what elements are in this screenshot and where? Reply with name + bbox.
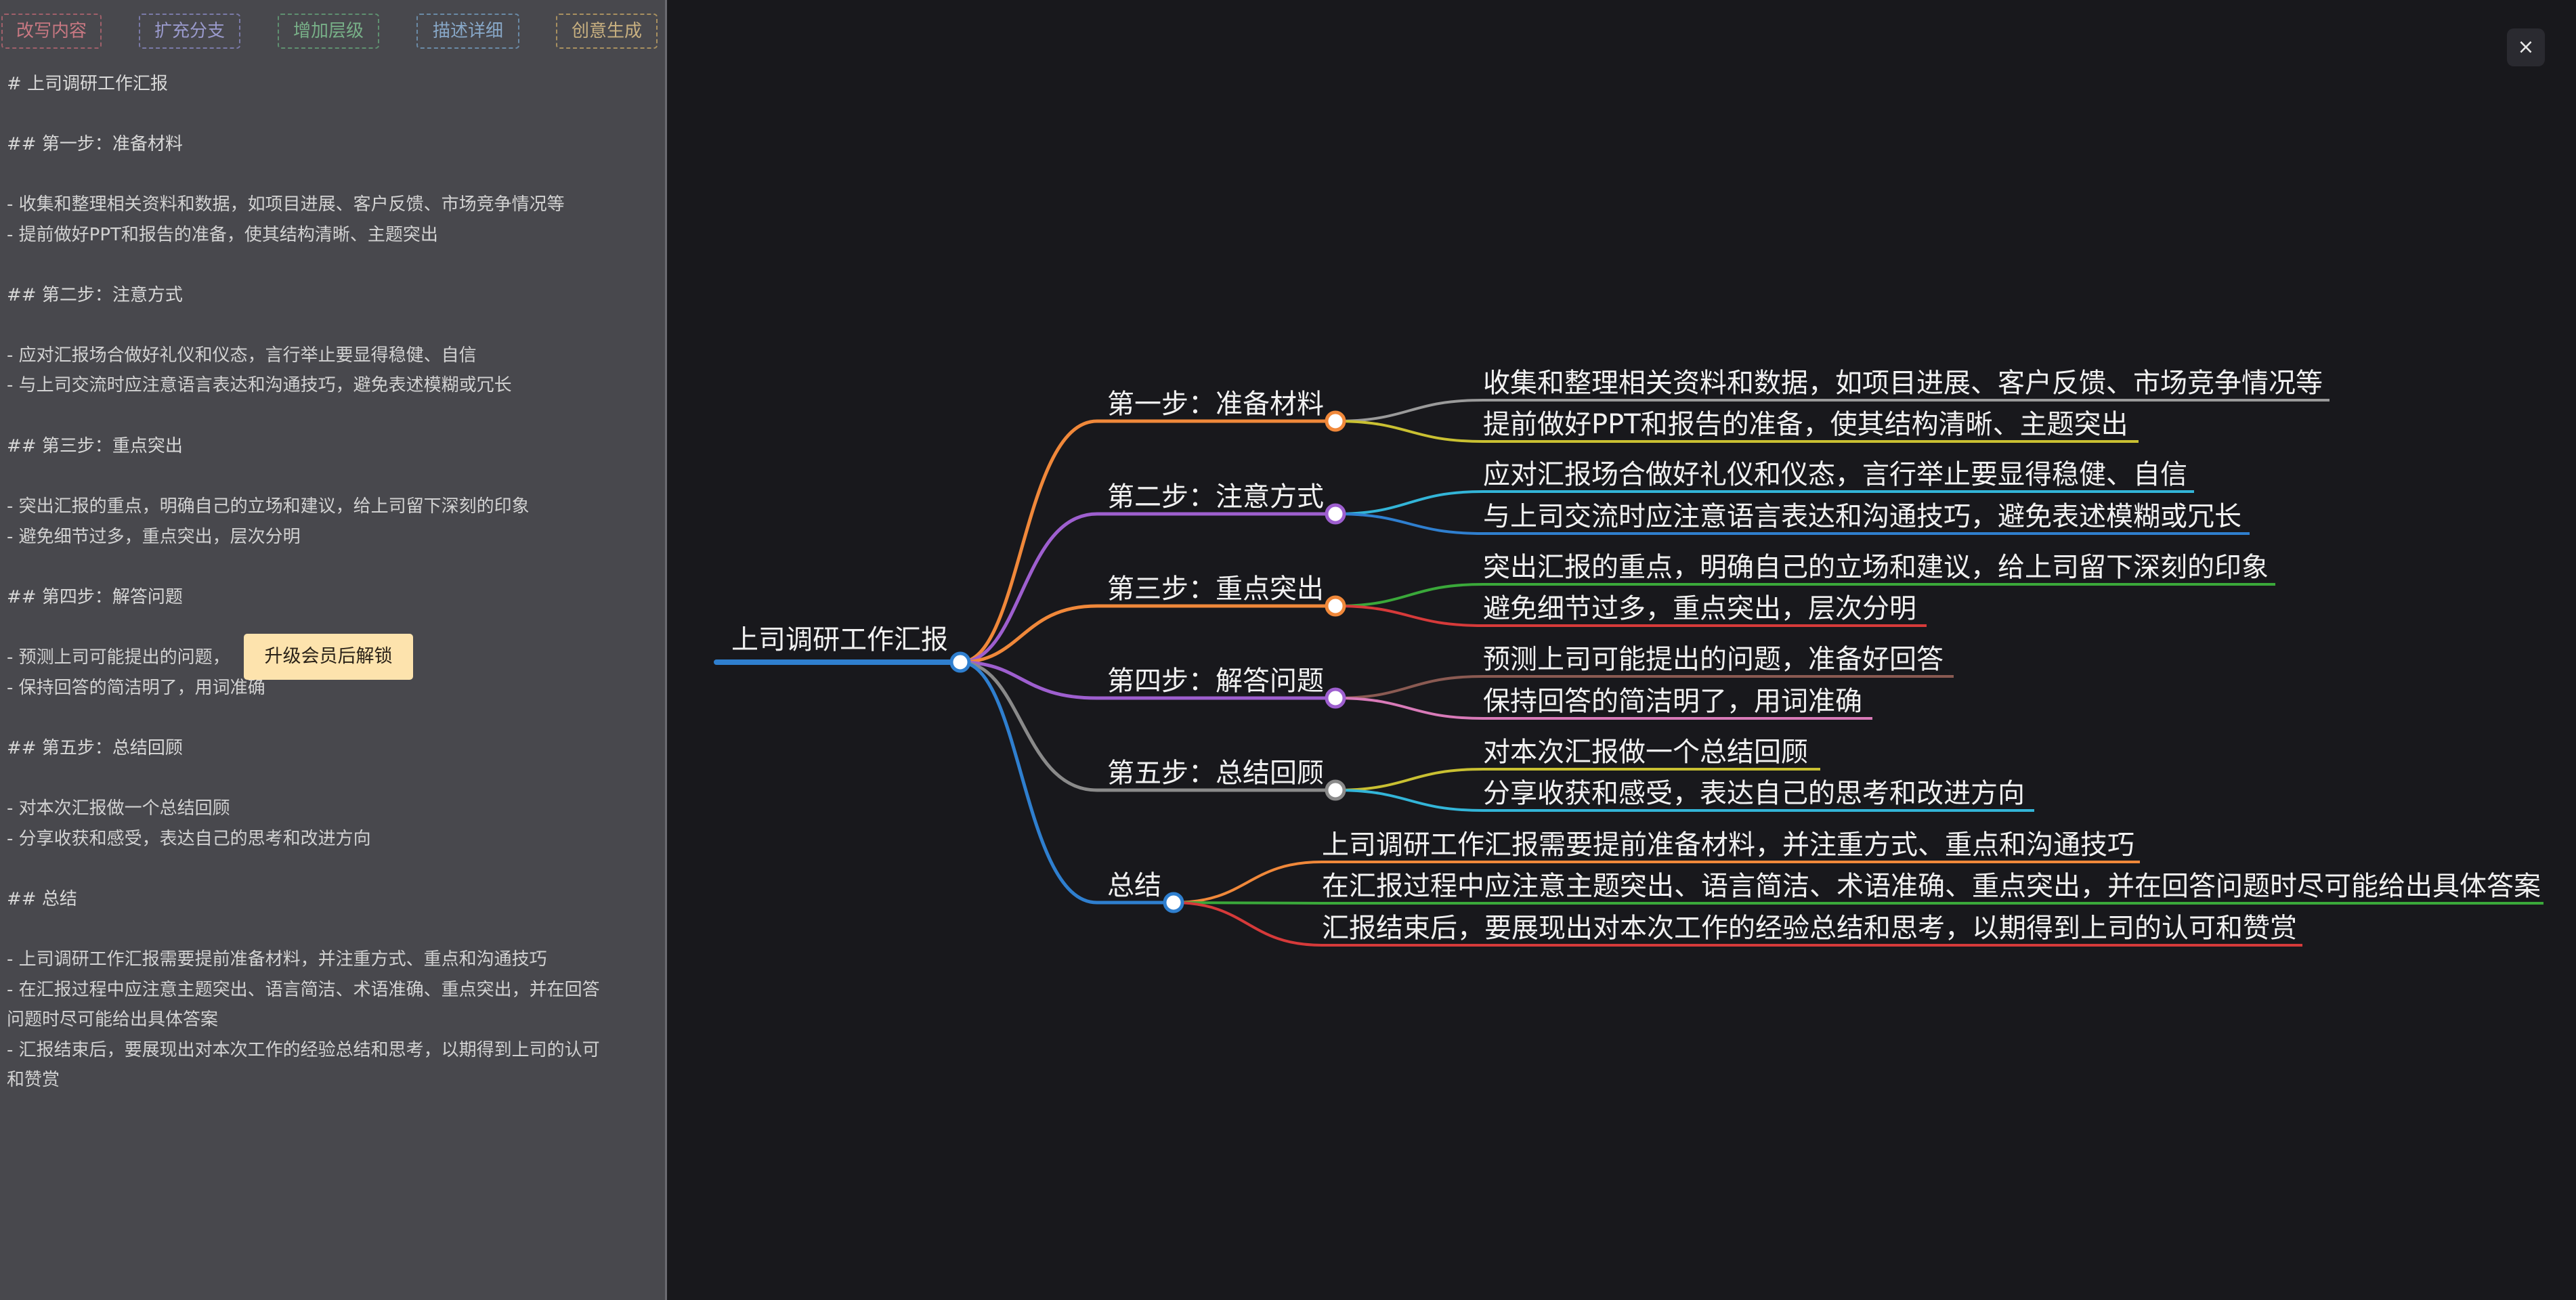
md-line: 和赞赏 [7,1070,60,1090]
child-connector-2-2[interactable] [1335,513,2250,535]
branch-collapse-dot-2[interactable] [1325,503,1346,525]
child-node-4-2[interactable]: 保持回答的简洁明了，用词准确 [1483,686,1862,717]
md-line: - 应对汇报场合做好礼仪和仪态，言行举止要显得稳健、自信 [7,345,477,366]
child-node-6-3[interactable]: 汇报结束后，要展现出对本次工作的经验总结和思考，以期得到上司的认可和赞赏 [1322,913,2297,944]
add-level-button[interactable]: 增加层级 [278,14,379,49]
child-node-3-1[interactable]: 突出汇报的重点，明确自己的立场和建议，给上司留下深刻的印象 [1483,552,2269,583]
branch-label-6[interactable]: 总结 [1107,870,1161,901]
md-line: - 对本次汇报做一个总结回顾 [7,798,230,819]
md-line: - 保持回答的简洁明了，用词准确 [7,678,265,698]
md-line: ## 第三步：重点突出 [7,436,183,456]
md-line: - 与上司交流时应注意语言表达和沟通技巧，避免表述模糊或冗长 [7,375,512,395]
md-line: - 突出汇报的重点，明确自己的立场和建议，给上司留下深刻的印象 [7,496,530,517]
child-connector-2-1[interactable] [1335,490,2194,515]
md-line: - 收集和整理相关资料和数据，如项目进展、客户反馈、市场竞争情况等 [7,194,565,215]
branch-connector-3[interactable] [960,604,1335,664]
child-node-2-1[interactable]: 应对汇报场合做好礼仪和仪态，言行举止要显得稳健、自信 [1483,459,2187,490]
child-node-6-1[interactable]: 上司调研工作汇报需要提前准备材料，并注重方式、重点和沟通技巧 [1322,829,2134,861]
rewrite-content-button[interactable]: 改写内容 [1,14,102,49]
branch-connector-5[interactable] [960,660,1335,792]
md-line: ## 第一步：准备材料 [7,134,183,154]
upgrade-unlock-badge[interactable]: 升级会员后解锁 [244,634,413,680]
md-line: # 上司调研工作汇报 [7,74,169,94]
close-icon: × [2517,35,2535,59]
child-connector-4-1[interactable] [1335,675,1954,699]
md-line: ## 第二步：注意方式 [7,285,183,305]
child-connector-4-2[interactable] [1335,697,1872,720]
branch-connector-4[interactable] [960,660,1335,700]
md-line: ## 总结 [7,889,77,909]
child-connector-6-1[interactable] [1173,861,2140,904]
child-node-5-2[interactable]: 分享收获和感受，表达自己的思考和改进方向 [1483,778,2025,809]
branch-connector-6[interactable] [960,660,1174,905]
branch-collapse-dot-3[interactable] [1325,595,1346,617]
branch-collapse-dot-6[interactable] [1163,892,1184,913]
branch-label-2[interactable]: 第二步：注意方式 [1107,481,1324,513]
child-connector-5-2[interactable] [1335,789,2034,812]
md-line: 问题时尽可能给出具体答案 [7,1010,219,1030]
branch-connector-2[interactable] [960,512,1335,664]
child-connector-3-1[interactable] [1335,583,2275,607]
branch-label-5[interactable]: 第五步：总结回顾 [1107,758,1324,789]
markdown-panel: 改写内容 扩充分支 增加层级 描述详细 创意生成 # 上司调研工作汇报 ## 第… [0,0,667,1300]
branch-collapse-dot-1[interactable] [1325,410,1346,432]
child-connector-5-1[interactable] [1335,768,1820,792]
child-connector-1-1[interactable] [1335,399,2330,422]
branch-label-1[interactable]: 第一步：准备材料 [1107,389,1324,420]
child-node-1-1[interactable]: 收集和整理相关资料和数据，如项目进展、客户反馈、市场竞争情况等 [1483,368,2323,399]
ai-toolbar: 改写内容 扩充分支 增加层级 描述详细 创意生成 [0,14,665,50]
branch-label-4[interactable]: 第四步：解答问题 [1107,666,1324,697]
branch-collapse-dot-4[interactable] [1325,687,1346,709]
describe-detail-button[interactable]: 描述详细 [416,14,519,49]
md-line: - 分享收获和感受，表达自己的思考和改进方向 [7,829,371,849]
branch-collapse-dot-5[interactable] [1325,779,1346,801]
child-connector-1-2[interactable] [1335,420,2139,443]
md-line: - 预测上司可能提出的问题， [7,647,230,668]
child-node-6-2[interactable]: 在汇报过程中应注意主题突出、语言简洁、术语准确、重点突出，并在回答问题时尽可能给… [1322,871,2541,902]
md-line: - 提前做好PPT和报告的准备，使其结构清晰、主题突出 [7,225,438,245]
md-line: - 上司调研工作汇报需要提前准备材料，并注重方式、重点和沟通技巧 [7,949,547,970]
branch-connector-1[interactable] [960,419,1335,664]
root-collapse-dot[interactable] [949,651,971,673]
md-line: ## 第四步：解答问题 [7,587,183,607]
creative-generate-button[interactable]: 创意生成 [556,14,658,49]
child-node-1-2[interactable]: 提前做好PPT和报告的准备，使其结构清晰、主题突出 [1483,409,2128,440]
md-line: - 汇报结束后，要展现出对本次工作的经验总结和思考，以期得到上司的认可 [7,1040,600,1060]
child-node-4-1[interactable]: 预测上司可能提出的问题，准备好回答 [1483,644,1944,675]
child-node-2-2[interactable]: 与上司交流时应注意语言表达和沟通技巧，避免表述模糊或冗长 [1483,501,2241,532]
child-node-5-1[interactable]: 对本次汇报做一个总结回顾 [1483,737,1808,768]
root-node[interactable]: 上司调研工作汇报 [731,624,948,655]
branch-label-3[interactable]: 第三步：重点突出 [1107,573,1324,605]
close-button[interactable]: × [2507,28,2545,66]
child-connector-3-2[interactable] [1335,605,1927,627]
expand-branch-button[interactable]: 扩充分支 [139,14,240,49]
md-line: - 在汇报过程中应注意主题突出、语言简洁、术语准确、重点突出，并在回答 [7,980,600,1000]
md-line: ## 第五步：总结回顾 [7,738,183,758]
child-node-3-2[interactable]: 避免细节过多，重点突出，层次分明 [1483,593,1916,624]
child-connector-6-3[interactable] [1173,901,2302,947]
md-line: - 避免细节过多，重点突出，层次分明 [7,527,301,547]
